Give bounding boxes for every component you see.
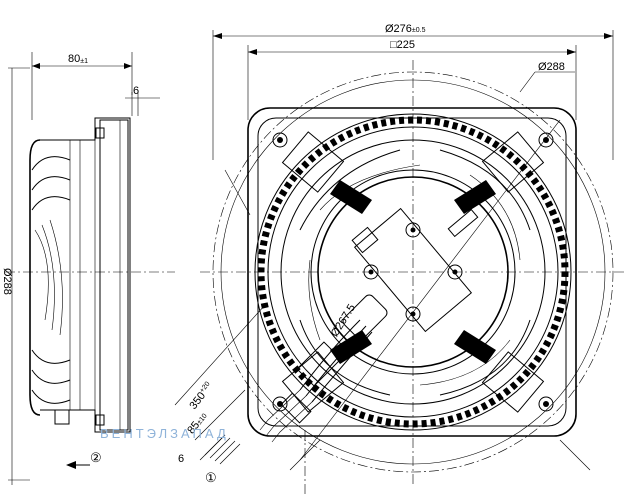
watermark-text: ВЕНТЭЛЗАПАД bbox=[100, 426, 229, 441]
cable-marker: ① bbox=[205, 470, 217, 485]
depth-label: 80±1 bbox=[68, 53, 88, 65]
cable-length-label: 350+20 bbox=[187, 381, 215, 412]
square-size-label: □225 bbox=[390, 39, 415, 51]
side-height-label: Ø288 bbox=[1, 268, 13, 295]
flange-label: 6 bbox=[133, 85, 139, 97]
front-view: Ø276±0.5 □225 Ø288 bbox=[174, 23, 625, 495]
guard-diameter-label: Ø288 bbox=[538, 61, 565, 73]
wire-end-label: 6 bbox=[178, 453, 184, 465]
side-view: Ø288 80±1 6 bbox=[1, 52, 175, 485]
airflow-marker: ② bbox=[90, 450, 102, 465]
outer-diameter-label: Ø276±0.5 bbox=[385, 23, 426, 35]
